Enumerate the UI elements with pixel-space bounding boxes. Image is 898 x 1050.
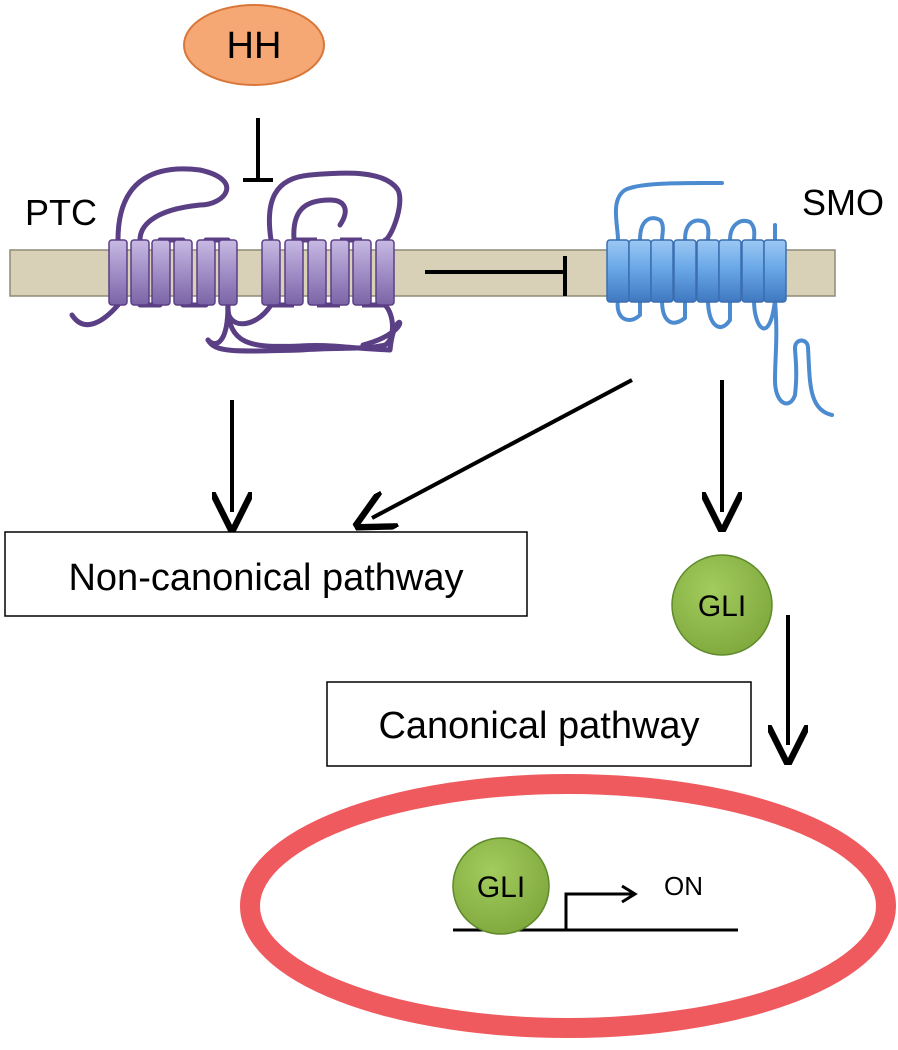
hh-inhibits-ptc	[243, 118, 273, 182]
nuclear-gli-label: GLI	[477, 871, 525, 904]
ptc-label: PTC	[25, 192, 97, 233]
ptc-inhibits-smo	[425, 256, 567, 296]
smo-receptor	[606, 180, 834, 417]
arrows	[232, 378, 788, 745]
non-canonical-pathway-box: Non-canonical pathway	[4, 531, 528, 617]
arrow-smo-to-noncanonical	[372, 378, 633, 518]
hh-label: HH	[227, 25, 282, 67]
smo-helices	[606, 239, 787, 303]
ptc-helices	[108, 239, 395, 306]
on-label: ON	[664, 871, 703, 901]
hh-ligand: HH	[183, 4, 325, 86]
smo-label: SMO	[802, 182, 884, 223]
canonical-pathway-box: Canonical pathway	[326, 681, 752, 767]
transcription-arrow	[564, 892, 632, 930]
ptc-receptor	[69, 166, 403, 354]
canonical-label: Canonical pathway	[378, 705, 699, 747]
gli-cytoplasm: GLI	[671, 554, 773, 656]
non-canonical-label: Non-canonical pathway	[68, 557, 463, 599]
gene-activation: GLI ON	[452, 837, 738, 935]
hh-ellipse	[183, 4, 325, 86]
gli-label: GLI	[698, 590, 746, 623]
nucleus	[240, 774, 896, 1038]
